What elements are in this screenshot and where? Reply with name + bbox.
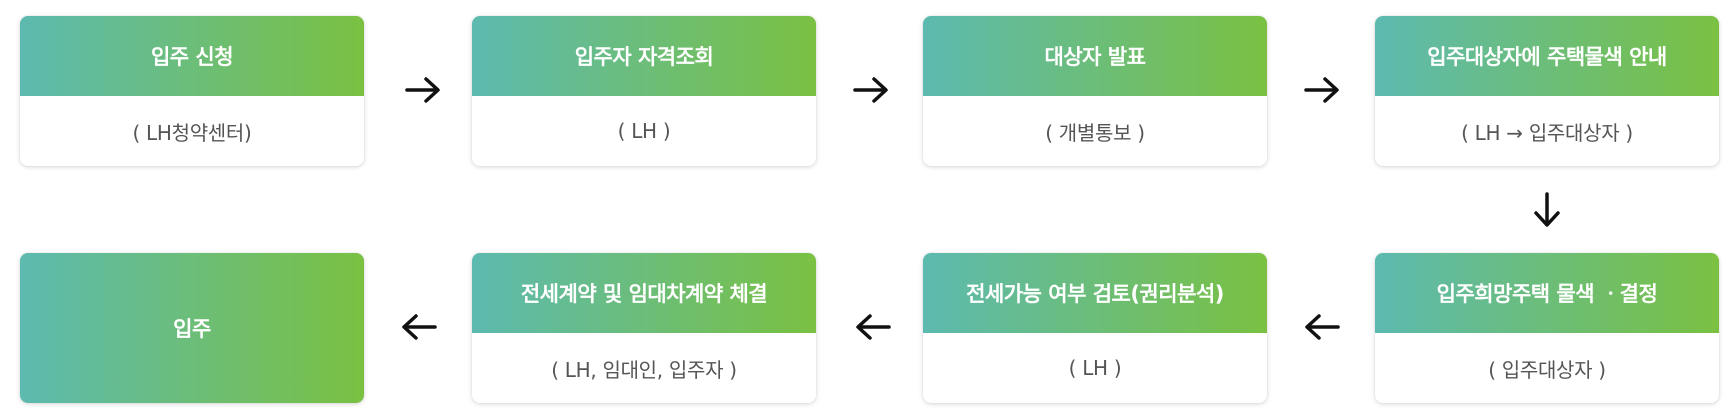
step-card-rights-analysis: 전세가능 여부 검토(권리분석) ( LH ): [923, 253, 1267, 403]
step-subtitle: ( LH → 입주대상자 ): [1461, 120, 1633, 145]
step-card-housing-decision: 입주희망주택 물색 ㆍ결정 ( 입주대상자 ): [1375, 253, 1719, 403]
step-subtitle: ( 개별통보 ): [1045, 120, 1145, 145]
arrow-right-icon: [851, 70, 891, 110]
step-title: 전세가능 여부 검토(권리분석): [923, 253, 1267, 333]
step-title: 전세계약 및 임대차계약 체결: [472, 253, 816, 333]
arrow-left-icon: [853, 307, 893, 347]
step-subtitle: ( 입주대상자 ): [1488, 357, 1606, 382]
arrow-right-icon: [403, 70, 443, 110]
step-title: 대상자 발표: [923, 16, 1267, 96]
arrow-down-icon: [1527, 190, 1567, 230]
step-subtitle: ( LH청약센터): [132, 120, 252, 145]
step-title: 입주 신청: [20, 16, 364, 96]
step-card-move-in: 입주: [20, 253, 364, 403]
step-card-housing-search-guide: 입주대상자에 주택물색 안내 ( LH → 입주대상자 ): [1375, 16, 1719, 166]
step-card-eligibility-check: 입주자 자격조회 ( LH ): [472, 16, 816, 166]
step-title: 입주: [20, 253, 364, 403]
step-subtitle: ( LH, 임대인, 입주자 ): [551, 357, 737, 382]
step-title: 입주자 자격조회: [472, 16, 816, 96]
step-title: 입주대상자에 주택물색 안내: [1375, 16, 1719, 96]
step-subtitle: ( LH ): [617, 119, 671, 143]
step-title: 입주희망주택 물색 ㆍ결정: [1375, 253, 1719, 333]
arrow-left-icon: [1302, 307, 1342, 347]
step-card-lease-contract: 전세계약 및 임대차계약 체결 ( LH, 임대인, 입주자 ): [472, 253, 816, 403]
arrow-left-icon: [399, 307, 439, 347]
step-card-apply: 입주 신청 ( LH청약센터): [20, 16, 364, 166]
step-card-announcement: 대상자 발표 ( 개별통보 ): [923, 16, 1267, 166]
arrow-right-icon: [1302, 70, 1342, 110]
step-subtitle: ( LH ): [1068, 356, 1122, 380]
